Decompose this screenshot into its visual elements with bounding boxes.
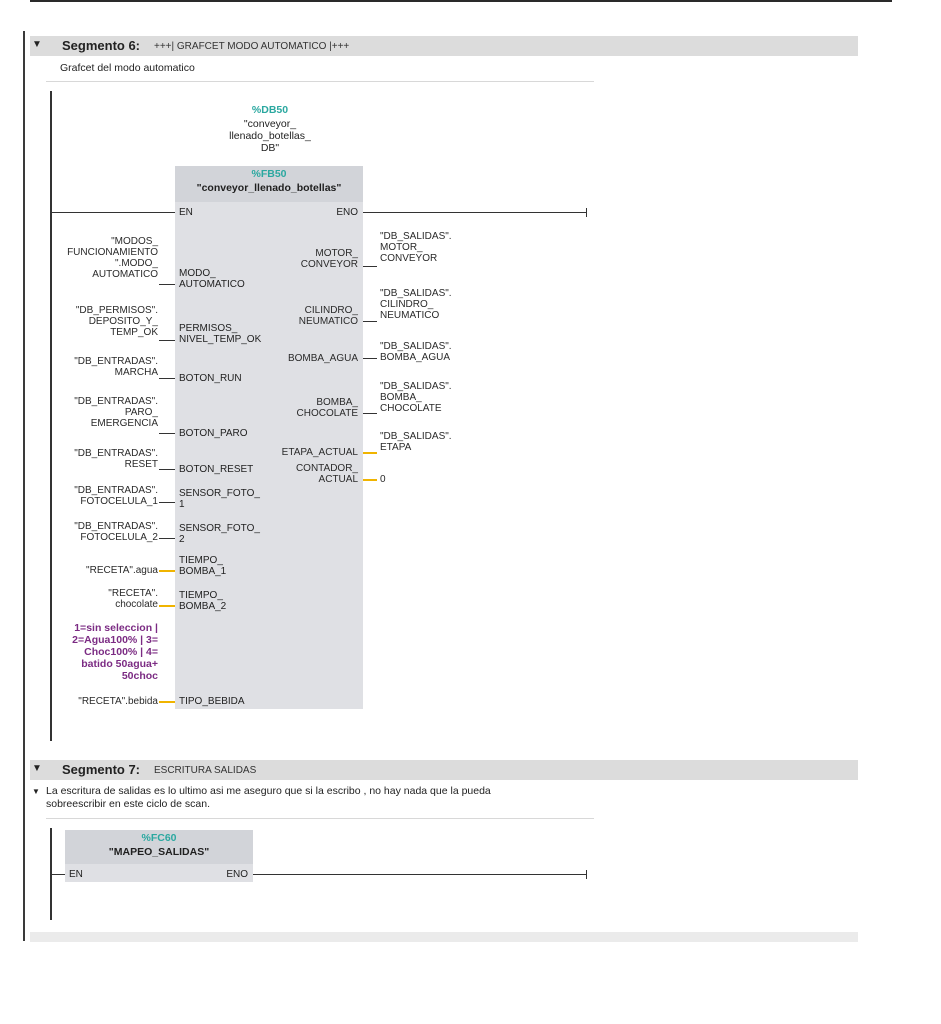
output-operand[interactable]: "DB_SALIDAS". ETAPA <box>380 431 452 453</box>
input-pin: TIEMPO_ BOMBA_2 <box>179 590 227 612</box>
input-operand[interactable]: "RECETA". chocolate <box>108 588 158 610</box>
input-wire <box>159 433 175 434</box>
segment-7-header[interactable] <box>30 760 858 780</box>
input-operand[interactable]: "DB_ENTRADAS". PARO_ EMERGENCIA <box>74 396 158 429</box>
en-wire <box>50 874 65 875</box>
input-operand[interactable]: "RECETA".agua <box>86 565 158 576</box>
output-pin: BOMBA_ CHOCOLATE <box>296 397 359 419</box>
en-pin: EN <box>179 207 193 218</box>
fc-address: %FC60 <box>141 832 177 844</box>
input-wire <box>159 570 175 572</box>
segment-6-comment[interactable]: Grafcet del modo automatico <box>60 62 195 74</box>
output-operand[interactable]: "DB_SALIDAS". MOTOR_ CONVEYOR <box>380 231 452 264</box>
eno-wire-end <box>586 208 587 217</box>
input-operand[interactable]: "DB_ENTRADAS". FOTOCELULA_1 <box>74 485 158 507</box>
fc-block-header <box>65 830 253 864</box>
instance-db-name[interactable]: "conveyor_ llenado_botellas_ DB" <box>229 118 311 154</box>
eno-pin: ENO <box>336 207 358 218</box>
eno-wire <box>253 874 587 875</box>
input-wire <box>159 469 175 470</box>
output-wire <box>363 452 377 454</box>
fb-address: %FB50 <box>251 168 287 180</box>
input-wire <box>159 340 175 341</box>
output-pin: ETAPA_ACTUAL <box>281 447 358 458</box>
tipo-bebida-comment[interactable]: 1=sin seleccion | 2=Agua100% | 3= Choc10… <box>72 622 158 682</box>
output-operand[interactable]: 0 <box>380 474 386 485</box>
input-operand[interactable]: "DB_ENTRADAS". RESET <box>74 448 158 470</box>
input-operand[interactable]: "DB_PERMISOS". DEPOSITO_Y_ TEMP_OK <box>75 305 158 338</box>
instance-db-address: %DB50 <box>251 104 289 116</box>
segment-6-label: Segmento 6: <box>62 38 141 53</box>
en-wire <box>50 212 175 213</box>
segment-6-header[interactable] <box>30 36 858 56</box>
input-wire <box>159 538 175 539</box>
input-pin: SENSOR_FOTO_ 1 <box>179 488 260 510</box>
output-wire <box>363 413 377 414</box>
output-pin: BOMBA_AGUA <box>287 353 358 364</box>
collapse-triangle-icon[interactable]: ▼ <box>32 763 42 774</box>
editor-bottom-bar <box>30 932 858 942</box>
input-wire <box>159 284 175 285</box>
output-pin: CILINDRO_ NEUMATICO <box>298 305 358 327</box>
editor-left-border <box>23 31 25 941</box>
eno-wire-end <box>586 870 587 879</box>
output-operand[interactable]: "DB_SALIDAS". CILINDRO_ NEUMATICO <box>380 288 452 321</box>
top-divider <box>30 0 892 2</box>
eno-pin: ENO <box>226 869 248 880</box>
input-pin: BOTON_RUN <box>179 373 242 384</box>
input-pin: SENSOR_FOTO_ 2 <box>179 523 260 545</box>
comment-divider <box>46 818 594 819</box>
expand-comment-icon[interactable]: ▼ <box>32 787 40 796</box>
segment-7-comment[interactable]: La escritura de salidas es lo ultimo asi… <box>46 785 491 810</box>
fb-name[interactable]: "conveyor_llenado_botellas" <box>196 182 342 194</box>
comment-divider <box>46 81 594 82</box>
input-wire <box>159 502 175 503</box>
collapse-triangle-icon[interactable]: ▼ <box>32 39 42 50</box>
en-pin: EN <box>69 869 83 880</box>
segment-7-title[interactable]: ESCRITURA SALIDAS <box>154 765 257 776</box>
input-wire <box>159 378 175 379</box>
output-wire <box>363 358 377 359</box>
input-pin: BOTON_PARO <box>179 428 248 439</box>
output-wire <box>363 321 377 322</box>
output-wire <box>363 479 377 481</box>
power-rail-left <box>50 91 52 741</box>
fb-block[interactable] <box>175 166 363 709</box>
input-operand[interactable]: "RECETA".bebida <box>78 696 158 707</box>
segment-6-title[interactable]: +++| GRAFCET MODO AUTOMATICO |+++ <box>154 41 350 52</box>
input-pin: PERMISOS_ NIVEL_TEMP_OK <box>179 323 262 345</box>
input-pin: MODO_ AUTOMATICO <box>179 268 245 290</box>
output-operand[interactable]: "DB_SALIDAS". BOMBA_ CHOCOLATE <box>380 381 452 414</box>
input-operand[interactable]: "DB_ENTRADAS". MARCHA <box>74 356 158 378</box>
output-wire <box>363 266 377 267</box>
input-wire <box>159 701 175 703</box>
input-pin: TIEMPO_ BOMBA_1 <box>179 555 227 577</box>
input-pin: TIPO_BEBIDA <box>179 696 245 707</box>
segment-7-label: Segmento 7: <box>62 762 141 777</box>
input-wire <box>159 605 175 607</box>
output-pin: CONTADOR_ ACTUAL <box>295 463 358 485</box>
output-operand[interactable]: "DB_SALIDAS". BOMBA_AGUA <box>380 341 452 363</box>
input-operand[interactable]: "DB_ENTRADAS". FOTOCELULA_2 <box>74 521 158 543</box>
input-pin: BOTON_RESET <box>179 464 254 475</box>
fb-block-header <box>175 166 363 202</box>
output-pin: MOTOR_ CONVEYOR <box>300 248 358 270</box>
input-operand[interactable]: "MODOS_ FUNCIONAMIENTO ".MODO_ AUTOMATIC… <box>67 236 158 280</box>
fc-name[interactable]: "MAPEO_SALIDAS" <box>108 846 210 858</box>
eno-wire <box>363 212 587 213</box>
